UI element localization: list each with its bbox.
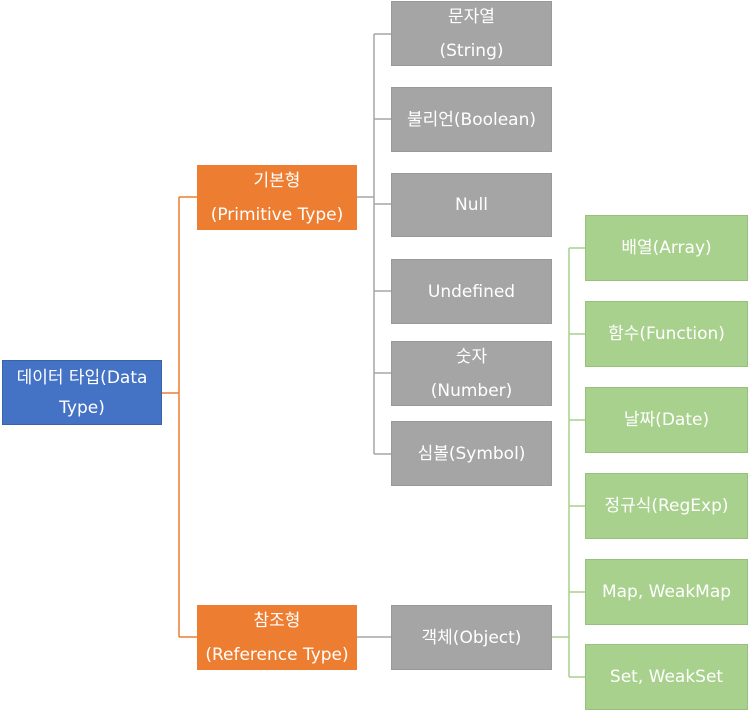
- function-node: 함수(Function): [585, 301, 748, 367]
- number-node: 숫자 (Number): [391, 341, 552, 406]
- reference-line-2: (Reference Type): [205, 644, 349, 665]
- object-label: 객체(Object): [421, 627, 522, 648]
- number-line-2: (Number): [430, 380, 513, 401]
- array-node: 배열(Array): [585, 215, 748, 281]
- primitive-line-1: 기본형: [253, 170, 301, 191]
- object-node: 객체(Object): [391, 605, 552, 670]
- undefined-node: Undefined: [391, 259, 552, 324]
- date-node: 날짜(Date): [585, 387, 748, 453]
- null-node: Null: [391, 173, 552, 237]
- string-line-2: (String): [439, 40, 504, 61]
- function-label: 함수(Function): [608, 324, 725, 344]
- symbol-node: 심볼(Symbol): [391, 421, 552, 486]
- root-connectors: [162, 196, 197, 638]
- primitive-line-2: (Primitive Type): [210, 204, 344, 225]
- map-weakmap-node: Map, WeakMap: [585, 559, 748, 625]
- root-line-1: 데이터 타입(Data: [16, 367, 148, 388]
- map-weakmap-label: Map, WeakMap: [601, 582, 732, 602]
- set-weakset-label: Set, WeakSet: [609, 667, 724, 687]
- object-connectors: [552, 247, 585, 678]
- number-line-1: 숫자: [455, 346, 488, 367]
- primitive-connectors: [357, 33, 391, 638]
- boolean-label: 불리언(Boolean): [406, 109, 537, 130]
- undefined-label: Undefined: [427, 281, 516, 302]
- root-line-2: Type): [59, 397, 105, 418]
- symbol-label: 심볼(Symbol): [417, 443, 526, 464]
- regexp-label: 정규식(RegExp): [604, 496, 729, 516]
- null-label: Null: [455, 195, 488, 215]
- reference-type-node: 참조형 (Reference Type): [197, 605, 357, 670]
- boolean-node: 불리언(Boolean): [391, 87, 552, 152]
- date-label: 날짜(Date): [623, 410, 710, 430]
- reference-line-1: 참조형: [253, 610, 301, 631]
- string-node: 문자열 (String): [391, 1, 552, 66]
- primitive-type-node: 기본형 (Primitive Type): [197, 165, 357, 230]
- data-type-root-node: 데이터 타입(Data Type): [2, 360, 162, 425]
- set-weakset-node: Set, WeakSet: [585, 644, 748, 710]
- array-label: 배열(Array): [621, 238, 712, 258]
- regexp-node: 정규식(RegExp): [585, 473, 748, 539]
- string-line-1: 문자열: [448, 6, 495, 27]
